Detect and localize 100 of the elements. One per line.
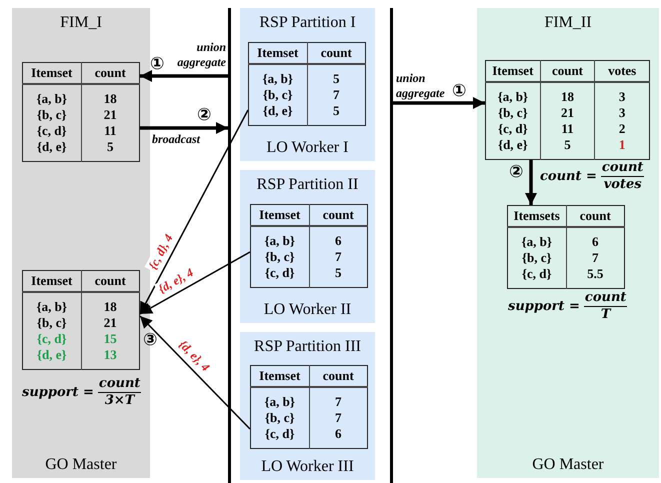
panel-caption: GO Master bbox=[44, 456, 118, 474]
table-cell: 21 bbox=[540, 105, 595, 121]
table-cell: {d, e} bbox=[486, 137, 540, 160]
table-cell: {c, d} bbox=[22, 123, 81, 139]
panel-title: FIM_II bbox=[543, 14, 593, 32]
table-cell: {a, b} bbox=[486, 82, 540, 105]
panel-background bbox=[477, 8, 659, 478]
table-cell: {a, b} bbox=[250, 387, 309, 410]
table-cell: {c, d} bbox=[508, 266, 566, 288]
table-cell: 15 bbox=[81, 331, 140, 347]
table-cell: {a, b} bbox=[22, 292, 81, 315]
header-cell: votes bbox=[594, 60, 650, 82]
header-cell: count bbox=[81, 62, 140, 84]
arrow bbox=[139, 315, 251, 430]
table-cell: 5 bbox=[309, 265, 368, 288]
panel-caption: LO Worker III bbox=[260, 458, 355, 476]
data-table bbox=[22, 62, 140, 162]
step-number: ② bbox=[509, 163, 524, 181]
data-table bbox=[248, 42, 366, 126]
table-cell: 3 bbox=[594, 105, 650, 121]
table-cell: 5 bbox=[307, 64, 366, 87]
table-cell: 18 bbox=[81, 84, 140, 107]
data-table bbox=[250, 204, 368, 288]
edge-label: union aggregate bbox=[176, 40, 226, 70]
table-cell: 7 bbox=[307, 87, 366, 103]
fraction-denominator: 3×T bbox=[104, 393, 134, 409]
step-number: ③ bbox=[143, 331, 158, 349]
header-cell: count bbox=[309, 204, 368, 226]
table-cell: {a, b} bbox=[508, 227, 566, 250]
header-cell: count bbox=[566, 206, 624, 227]
header-cell: Itemset bbox=[248, 42, 307, 64]
table-cell: {b, c} bbox=[508, 250, 566, 266]
arrow bbox=[140, 122, 228, 134]
header-cell: count bbox=[309, 366, 368, 387]
table-cell: 1 bbox=[594, 137, 650, 160]
header-cell: count bbox=[81, 270, 140, 292]
header-cell: Itemset bbox=[22, 62, 81, 84]
table-cell: 21 bbox=[81, 315, 140, 331]
fraction-numerator: count bbox=[600, 160, 644, 177]
panel-title: FIM_I bbox=[59, 14, 103, 32]
table-cell: {b, c} bbox=[248, 87, 307, 103]
header-cell: Itemset bbox=[486, 60, 540, 82]
table-cell: 2 bbox=[594, 121, 650, 137]
fraction-numerator: count bbox=[98, 376, 142, 393]
header-cell: Itemset bbox=[22, 270, 81, 292]
table-cell: 3 bbox=[594, 82, 650, 105]
table-cell: {c, d} bbox=[486, 121, 540, 137]
table-cell: 5 bbox=[81, 139, 140, 162]
divider-line bbox=[390, 8, 393, 483]
data-table bbox=[485, 60, 650, 160]
table-cell: {b, c} bbox=[250, 249, 309, 265]
header-cell: Itemset bbox=[250, 204, 309, 226]
panel-caption: LO Worker I bbox=[266, 139, 350, 157]
panel-title: RSP Partition III bbox=[253, 338, 362, 356]
data-table bbox=[22, 270, 140, 370]
table-cell: {a, b} bbox=[22, 84, 81, 107]
table-cell: {c, d} bbox=[22, 331, 81, 347]
table-cell: 5.5 bbox=[566, 266, 624, 288]
table-cell: {b, c} bbox=[486, 105, 540, 121]
panel-caption: GO Master bbox=[531, 456, 605, 474]
step-number: ② bbox=[197, 106, 212, 124]
arrow bbox=[140, 70, 228, 82]
step-number: ① bbox=[150, 55, 164, 73]
fraction-numerator: count bbox=[584, 290, 628, 307]
header-cell: count bbox=[540, 60, 595, 82]
table-cell: 7 bbox=[566, 250, 624, 266]
table-cell: 5 bbox=[307, 103, 366, 126]
header-cell: count bbox=[307, 42, 366, 64]
table-cell: {a, b} bbox=[250, 226, 309, 249]
table-cell: 6 bbox=[309, 426, 368, 448]
table-cell: 13 bbox=[81, 347, 140, 370]
table-cell: 7 bbox=[309, 249, 368, 265]
panel-title: RSP Partition I bbox=[258, 14, 357, 32]
fraction-denominator: T bbox=[600, 307, 610, 323]
table-cell: 11 bbox=[540, 121, 595, 137]
table-cell: 11 bbox=[81, 123, 140, 139]
table-cell: {c, d} bbox=[250, 426, 309, 448]
panel-background bbox=[240, 8, 375, 161]
fraction-denominator: votes bbox=[604, 177, 642, 193]
table-cell: 6 bbox=[566, 227, 624, 250]
table-cell: 6 bbox=[309, 226, 368, 249]
table-cell: {c, d} bbox=[250, 265, 309, 288]
arrow bbox=[393, 97, 485, 109]
panel-background bbox=[240, 170, 375, 323]
table-cell: {b, c} bbox=[250, 410, 309, 426]
arrow bbox=[525, 160, 537, 205]
header-cell: Itemsets bbox=[508, 206, 566, 227]
formula-text: count = bbox=[540, 169, 597, 184]
panel-background bbox=[240, 332, 375, 480]
arrow bbox=[140, 251, 250, 315]
data-table bbox=[507, 205, 625, 289]
step-number: ① bbox=[452, 82, 466, 100]
edge-label: union aggregate bbox=[396, 71, 446, 101]
formula-text: support = bbox=[22, 385, 94, 400]
table-cell: 18 bbox=[81, 292, 140, 315]
table-cell: 5 bbox=[540, 137, 595, 160]
table-cell: {d, e} bbox=[22, 347, 81, 370]
table-cell: 7 bbox=[309, 387, 368, 410]
header-cell: Itemset bbox=[250, 366, 309, 387]
data-table bbox=[250, 365, 368, 449]
